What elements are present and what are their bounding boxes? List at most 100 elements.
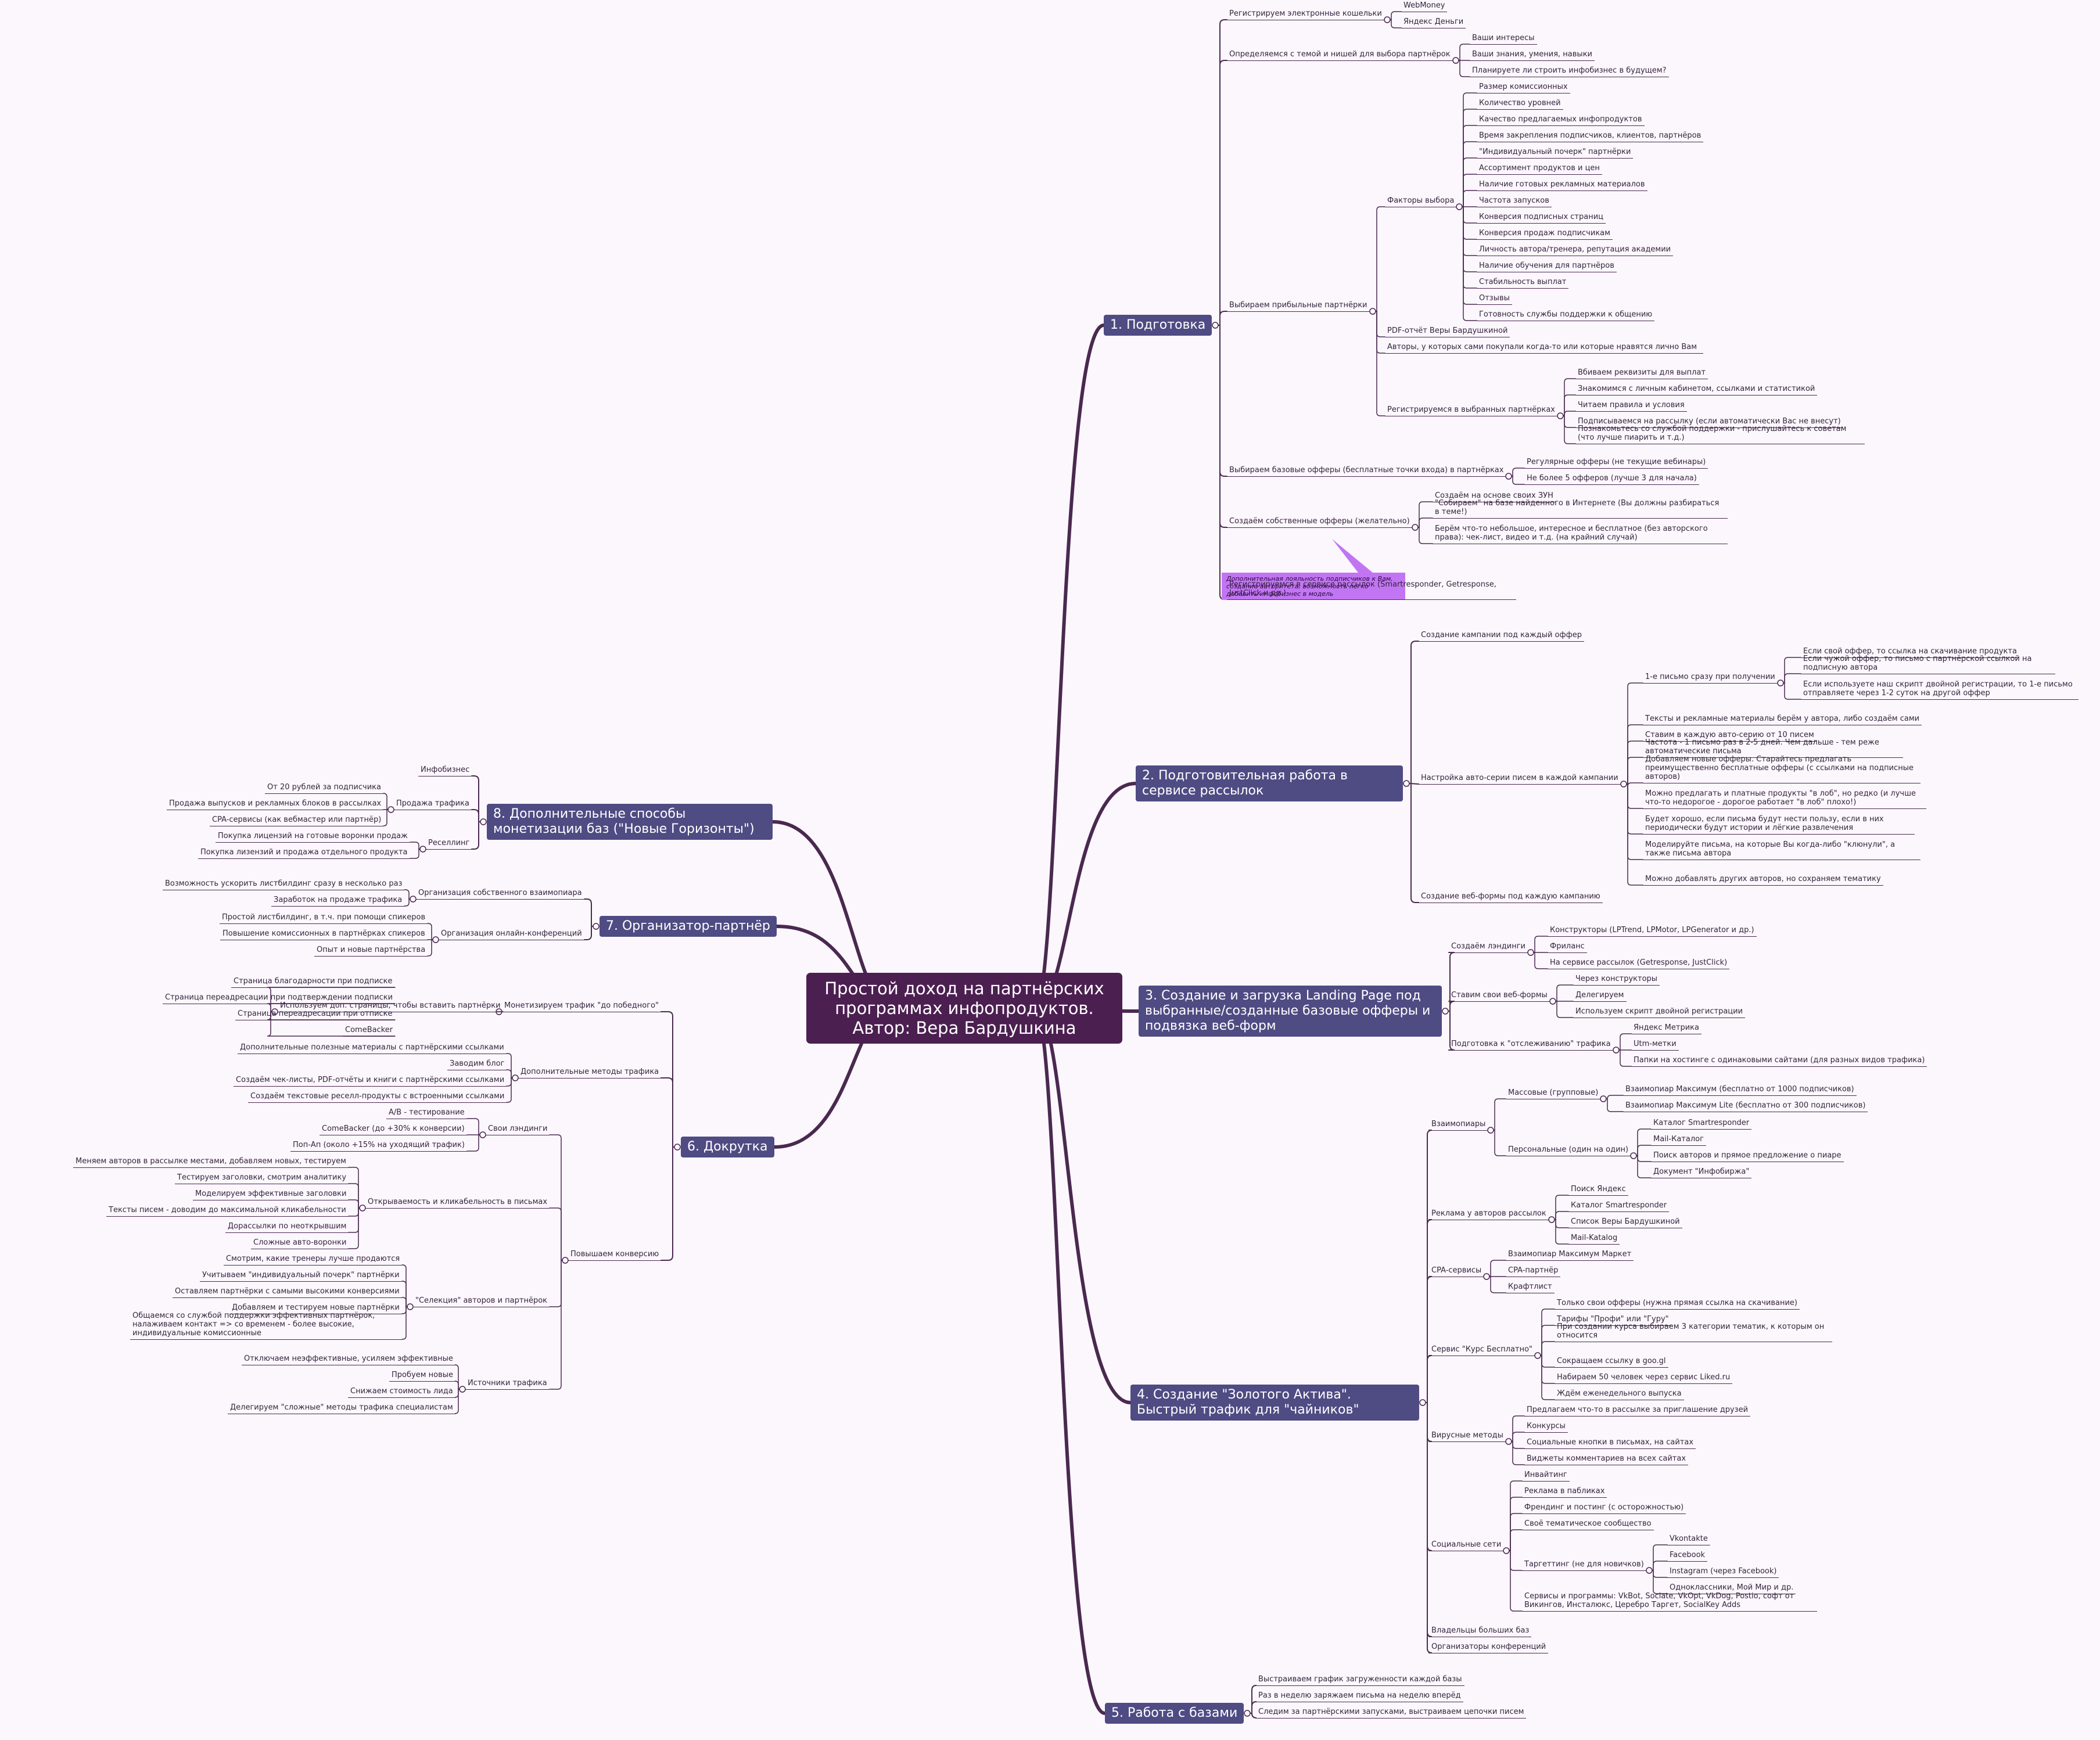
topic-7-1-2[interactable]: CPA-сервисы (как вебмастер или партнёр) — [210, 815, 384, 826]
branch-5-work-with-bases[interactable]: 5. Работа с базами — [1105, 1703, 1244, 1724]
topic-3-6[interactable]: Владельцы больших баз — [1429, 1626, 1532, 1637]
topic-3-5[interactable]: Социальные сети — [1429, 1540, 1504, 1551]
collapse-toggle-icon[interactable] — [1503, 1547, 1510, 1554]
topic-6-1-0[interactable]: Простой листбилдинг, в т.ч. при помощи с… — [220, 912, 428, 924]
collapse-toggle-icon[interactable] — [512, 1074, 519, 1081]
topic-3-3-4[interactable]: Набираем 50 человек через сервис Liked.r… — [1555, 1372, 1733, 1384]
topic-3-5-5[interactable]: Сервисы и программы: VkBot, Sociate, VkO… — [1522, 1591, 1817, 1612]
topic-5-2-2[interactable]: "Селекция" авторов и партнёрок — [413, 1296, 550, 1307]
topic-0-2-0-4[interactable]: "Индивидуальный почерк" партнёрки — [1477, 147, 1634, 159]
collapse-toggle-icon[interactable] — [1412, 524, 1419, 531]
topic-3-4[interactable]: Вирусные методы — [1429, 1430, 1506, 1442]
topic-0-2-0-6[interactable]: Наличие готовых рекламных материалов — [1477, 179, 1647, 191]
collapse-toggle-icon[interactable] — [1456, 203, 1463, 210]
topic-2-2-0[interactable]: Яндекс Метрика — [1631, 1023, 1701, 1034]
topic-2-1[interactable]: Ставим свои веб-формы — [1449, 990, 1550, 1002]
topic-2-1-0[interactable]: Через конструкторы — [1573, 974, 1660, 986]
topic-1-1-0-2[interactable]: Если используете наш скрипт двойной реги… — [1801, 680, 2079, 700]
collapse-toggle-icon[interactable] — [419, 846, 426, 853]
topic-3-0-0-0[interactable]: Взаимопиар Максимум (бесплатно от 1000 п… — [1623, 1084, 1857, 1096]
topic-3-3-2[interactable]: При создании курса выбираем 3 категории … — [1555, 1322, 1832, 1342]
topic-5-2-2-3[interactable]: Добавляем и тестируем новые партнёрки — [229, 1303, 402, 1314]
topic-3-7[interactable]: Организаторы конференций — [1429, 1642, 1549, 1653]
topic-7-2-0[interactable]: Покупка лицензий на готовые воронки прод… — [216, 831, 410, 843]
topic-2-2-2[interactable]: Папки на хостинге с одинаковыми сайтами … — [1631, 1055, 1927, 1067]
topic-3-5-4[interactable]: Таргеттинг (не для новичков) — [1522, 1559, 1646, 1571]
collapse-toggle-icon[interactable] — [593, 923, 600, 930]
topic-5-2-3-3[interactable]: Делегируем "сложные" методы трафика спец… — [228, 1403, 455, 1414]
collapse-toggle-icon[interactable] — [674, 1144, 681, 1151]
topic-1-1-3[interactable]: Частота - 1 письмо раз в 2-5 дней. Чем д… — [1643, 738, 1903, 758]
topic-4-0[interactable]: Выстраиваем график загруженности каждой … — [1256, 1674, 1464, 1686]
topic-0-5[interactable]: Регистрируемся в сервисе рассылок (Smart… — [1227, 580, 1516, 600]
topic-6-0-1[interactable]: Заработок на продаже трафика — [271, 895, 405, 907]
topic-3-5-4-0[interactable]: Vkontakte — [1667, 1534, 1710, 1545]
collapse-toggle-icon[interactable] — [1505, 473, 1512, 480]
topic-5-2-1[interactable]: Открываемость и кликабельность в письмах — [365, 1197, 550, 1209]
collapse-toggle-icon[interactable] — [1505, 1438, 1512, 1445]
topic-3-1-3[interactable]: Mail-Katalog — [1568, 1233, 1620, 1245]
topic-3-0-0-1[interactable]: Взаимопиар Максимум Lite (бесплатно от 3… — [1623, 1101, 1868, 1112]
topic-1-1-7[interactable]: Моделируйте письма, на которые Вы когда-… — [1643, 840, 1920, 860]
topic-1-0[interactable]: Создание кампании под каждый оффер — [1419, 630, 1584, 642]
topic-2-1-2[interactable]: Используем скрипт двойной регистрации — [1573, 1006, 1746, 1018]
topic-3-5-3[interactable]: Своё тематическое сообщество — [1522, 1519, 1654, 1530]
topic-2-0[interactable]: Создаём лэндинги — [1449, 941, 1528, 953]
topic-5-2-1-2[interactable]: Моделируем эффективные заголовки — [193, 1189, 349, 1200]
collapse-toggle-icon[interactable] — [410, 896, 417, 903]
topic-3-1-0[interactable]: Поиск Яндекс — [1568, 1184, 1628, 1196]
topic-0-0-0[interactable]: WebMoney — [1401, 1, 1448, 12]
topic-0-2-0[interactable]: Факторы выбора — [1385, 196, 1457, 207]
topic-7-1[interactable]: Продажа трафика — [394, 799, 472, 810]
topic-2-2-1[interactable]: Utm-метки — [1631, 1039, 1679, 1051]
topic-1-2[interactable]: Создание веб-формы под каждую кампанию — [1419, 891, 1603, 903]
topic-2-1-1[interactable]: Делегируем — [1573, 990, 1627, 1002]
topic-0-3-1[interactable]: Не более 5 офферов (лучше 3 для начала) — [1524, 473, 1699, 485]
topic-1-1-0-0[interactable]: Если свой оффер, то ссылка на скачивание… — [1801, 646, 2019, 658]
topic-3-3[interactable]: Сервис "Курс Бесплатно" — [1429, 1344, 1535, 1356]
topic-3-0-1-1[interactable]: Mail-Каталог — [1651, 1134, 1706, 1146]
topic-6-1-2[interactable]: Опыт и новые партнёрства — [314, 945, 428, 957]
topic-0-4-0[interactable]: Создаём на основе своих ЗУН — [1433, 491, 1556, 502]
topic-5-2-1-5[interactable]: Сложные авто-воронки — [251, 1238, 349, 1249]
topic-0-2-0-13[interactable]: Отзывы — [1477, 293, 1512, 305]
topic-0-2-3-0[interactable]: Вбиваем реквизиты для выплат — [1575, 368, 1708, 379]
topic-3-3-0[interactable]: Только свои офферы (нужна прямая ссылка … — [1555, 1298, 1800, 1310]
collapse-toggle-icon[interactable] — [1384, 16, 1391, 23]
topic-1-1-6[interactable]: Будет хорошо, если письма будут нести по… — [1643, 814, 1915, 835]
topic-6-1-1[interactable]: Повышение комиссионных в партнёрках спик… — [220, 929, 428, 940]
topic-3-4-0[interactable]: Предлагаем что-то в рассылке за приглаше… — [1524, 1405, 1751, 1417]
branch-6-docrutka[interactable]: 6. Докрутка — [681, 1137, 774, 1157]
topic-0-2-0-7[interactable]: Частота запусков — [1477, 196, 1552, 207]
topic-5-0-0[interactable]: Используем доп. страницы, чтобы вставить… — [278, 1001, 503, 1012]
topic-0-0[interactable]: Регистрируем электронные кошельки — [1227, 9, 1384, 20]
topic-0-2-0-10[interactable]: Личность автора/тренера, репутация акаде… — [1477, 245, 1674, 256]
topic-3-0-1-2[interactable]: Поиск авторов и прямое предложение о пиа… — [1651, 1151, 1844, 1162]
topic-3-0-1[interactable]: Персональные (один на один) — [1506, 1145, 1631, 1156]
branch-2-mailing-service[interactable]: 2. Подготовительная работа в сервисе рас… — [1136, 765, 1403, 801]
collapse-toggle-icon[interactable] — [480, 818, 487, 825]
topic-5-2-1-0[interactable]: Меняем авторов в рассылке местами, добав… — [73, 1156, 349, 1168]
topic-3-5-0[interactable]: Инвайтинг — [1522, 1470, 1570, 1482]
topic-5-2-2-0[interactable]: Смотрим, какие тренеры лучше продаются — [224, 1254, 403, 1266]
topic-3-1[interactable]: Реклама у авторов рассылок — [1429, 1209, 1549, 1220]
topic-0-3-0[interactable]: Регулярные офферы (не текущие вебинары) — [1524, 457, 1708, 469]
topic-3-0-0[interactable]: Массовые (групповые) — [1506, 1088, 1601, 1099]
collapse-toggle-icon[interactable] — [562, 1257, 569, 1264]
collapse-toggle-icon[interactable] — [1487, 1127, 1494, 1134]
topic-3-2-2[interactable]: Крафтлист — [1506, 1282, 1555, 1293]
topic-5-2-3-1[interactable]: Пробуем новые — [389, 1370, 456, 1382]
topic-7-2[interactable]: Реселлинг — [426, 838, 472, 850]
topic-5-2-3-0[interactable]: Отключаем неэффективные, усиляем эффекти… — [242, 1354, 455, 1365]
collapse-toggle-icon[interactable] — [1483, 1273, 1490, 1280]
topic-3-1-2[interactable]: Список Веры Бардушкиной — [1568, 1217, 1682, 1228]
topic-0-2-0-3[interactable]: Время закрепления подписчиков, клиентов,… — [1477, 131, 1704, 142]
topic-0-2-3-3[interactable]: Подписываемся на рассылку (если автомати… — [1575, 416, 1843, 428]
collapse-toggle-icon[interactable] — [1403, 780, 1410, 787]
topic-5-2-0-1[interactable]: ComeBacker (до +30% к конверсии) — [320, 1124, 467, 1135]
collapse-toggle-icon[interactable] — [1548, 1216, 1555, 1223]
branch-7-organizer-partner[interactable]: 7. Организатор-партнёр — [600, 916, 777, 937]
topic-0-2-0-0[interactable]: Размер комиссионных — [1477, 82, 1570, 94]
topic-0-0-1[interactable]: Яндекс Деньги — [1401, 17, 1466, 28]
topic-3-5-4-3[interactable]: Одноклассники, Мой Мир и др. — [1667, 1583, 1796, 1594]
